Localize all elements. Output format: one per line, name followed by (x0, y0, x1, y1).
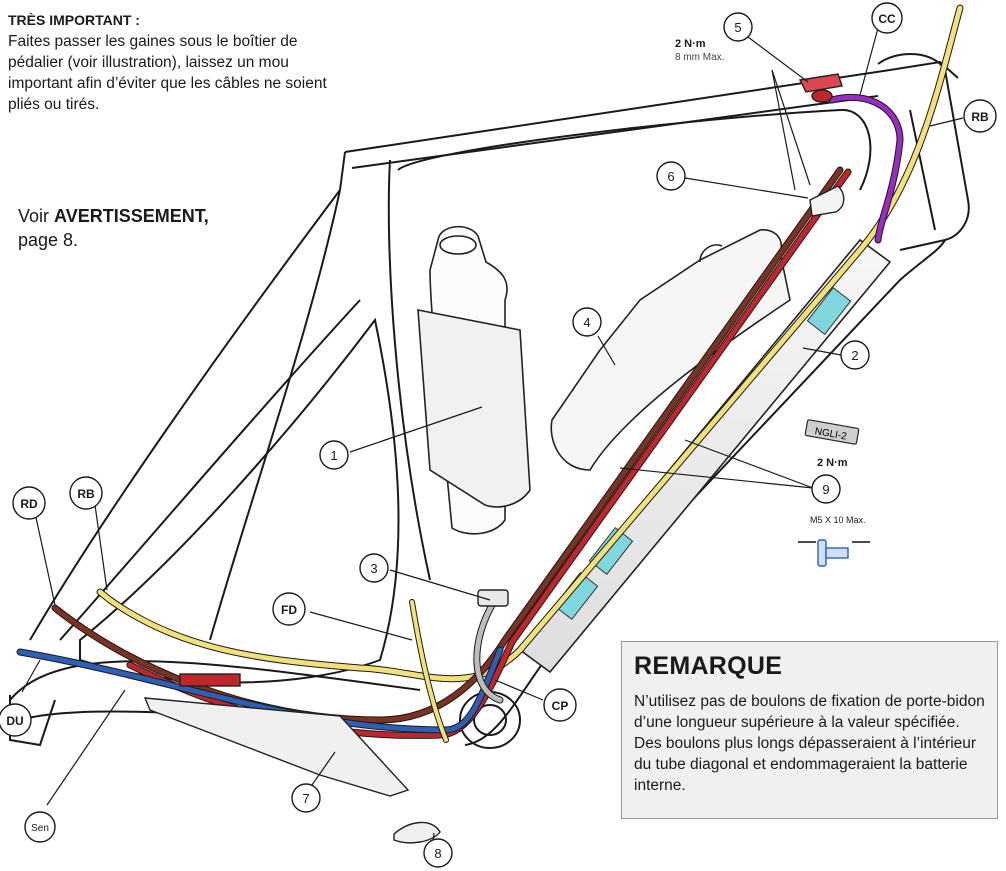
callout-5: 5 (734, 20, 741, 35)
torque-top-value: 2 N·m (675, 38, 706, 50)
bottle-right (550, 229, 791, 471)
leader-lines (21, 27, 964, 851)
warning-prefix: Voir (18, 206, 55, 226)
warning-reference: Voir AVERTISSEMENT, page 8. (18, 204, 209, 252)
bike-frame (9, 53, 970, 749)
callout-labels: 1 2 3 4 5 6 7 8 9 CC RB RB RD FD DU CP S… (6, 12, 989, 861)
callout-6: 6 (667, 169, 674, 184)
callout-du: DU (6, 714, 23, 728)
important-body: Faites passer les gaines sous le boîtier… (8, 33, 327, 113)
remark-body: N’utilisez pas de boulons de fixation de… (634, 693, 985, 794)
battery (518, 238, 892, 674)
callout-9: 9 (822, 482, 829, 497)
callout-1: 1 (330, 448, 337, 463)
important-title: TRÈS IMPORTANT : (8, 12, 140, 28)
callout-rb-left: RB (77, 487, 95, 501)
cable-housings (16, 4, 964, 743)
grease-tube: NGLI-2 (804, 419, 860, 445)
callout-sen: Sen (31, 823, 49, 834)
callout-fd: FD (281, 603, 297, 617)
warning-page: page 8. (18, 230, 79, 250)
remark-box: REMARQUE N’utilisez pas de boulons de fi… (621, 641, 998, 819)
torque-top-max: 8 mm Max. (675, 52, 724, 63)
bottle-cage-left (417, 225, 531, 535)
callout-8: 8 (434, 846, 441, 861)
remark-title: REMARQUE (634, 652, 783, 680)
torque-right-value: 2 N·m (817, 457, 848, 469)
callout-cc: CC (878, 12, 896, 26)
cable-parts (143, 73, 845, 844)
callout-4: 4 (583, 315, 590, 330)
callout-rb-top: RB (971, 110, 989, 124)
bolt-m5 (798, 539, 870, 567)
callout-3: 3 (370, 561, 377, 576)
bolt-spec: M5 X 10 Max. (810, 515, 866, 525)
warning-bold: AVERTISSEMENT, (54, 206, 209, 226)
torque-labels: 2 N·m 8 mm Max. 2 N·m M5 X 10 Max. (675, 38, 866, 525)
callout-7: 7 (302, 791, 309, 806)
callout-rd: RD (20, 497, 38, 511)
callout-2: 2 (851, 348, 858, 363)
callout-cp: CP (552, 699, 569, 713)
